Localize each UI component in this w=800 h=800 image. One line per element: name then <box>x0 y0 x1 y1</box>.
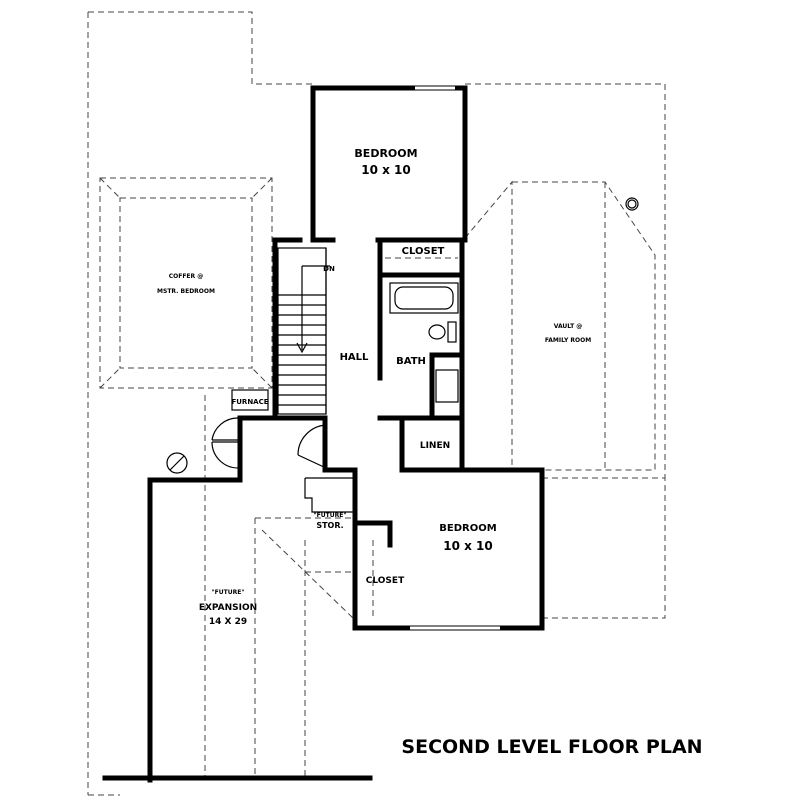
bedroom-bottom-size: 10 x 10 <box>443 539 493 553</box>
vent-icon <box>625 197 639 211</box>
furnace-label: FURNACE <box>231 398 268 406</box>
future-stor-enclosure <box>304 477 355 513</box>
future-expansion-name: EXPANSION <box>199 603 257 613</box>
walls <box>147 85 545 783</box>
roof-outlines <box>87 11 666 796</box>
hall-label: HALL <box>340 352 369 363</box>
room-labels: BEDROOM 10 x 10 CLOSET DN HALL BATH LINE… <box>157 147 591 627</box>
bedroom-top-name: BEDROOM <box>354 147 417 160</box>
vault-label-2: FAMILY ROOM <box>545 337 591 344</box>
future-expansion-size: 14 X 29 <box>209 617 247 627</box>
coffer-label-1: COFFER @ <box>169 273 204 280</box>
toilet <box>428 324 446 340</box>
closet-bottom-label: CLOSET <box>366 576 405 586</box>
linen-label: LINEN <box>420 441 450 451</box>
closet-top-label: CLOSET <box>402 246 445 257</box>
coffer-label-2: MSTR. BEDROOM <box>157 288 215 295</box>
staircase <box>277 247 330 415</box>
future-stor-label: STOR. <box>316 521 343 530</box>
vault-label-1: VAULT @ <box>554 323 583 330</box>
bedroom-bottom-name: BEDROOM <box>439 523 496 534</box>
bedroom-top-size: 10 x 10 <box>361 163 411 177</box>
vent-icon <box>166 452 188 474</box>
door-swings <box>211 417 327 469</box>
future-stor-tag: "FUTURE" <box>314 512 347 519</box>
bath-fixtures <box>389 282 459 403</box>
bath-label: BATH <box>396 356 426 367</box>
future-expansion-tag: "FUTURE" <box>212 589 245 596</box>
stair-dn-label: DN <box>323 265 335 273</box>
plan-title: SECOND LEVEL FLOOR PLAN <box>401 736 702 758</box>
